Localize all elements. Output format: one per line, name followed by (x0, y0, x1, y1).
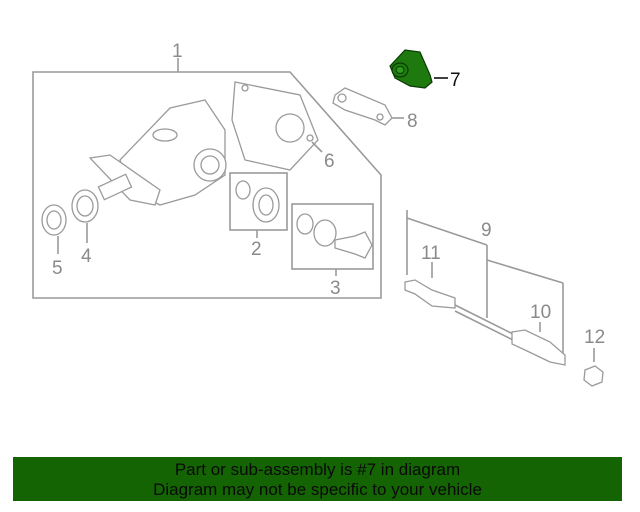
banner-line-1: Part or sub-assembly is #7 in diagram (174, 460, 461, 479)
bracket-8 (332, 87, 393, 126)
subassembly-2-box (229, 172, 288, 231)
cover-6 (231, 81, 319, 171)
assembly-1-outline (32, 71, 382, 299)
callout-5: 5 (52, 258, 63, 279)
callout-3: 3 (330, 278, 341, 299)
callout-8: 8 (407, 111, 418, 132)
banner-line-2: Diagram may not be specific to your vehi… (153, 480, 482, 499)
callout-10: 10 (530, 302, 551, 323)
callout-4: 4 (81, 246, 92, 267)
info-banner: Part or sub-assembly is #7 in diagram Di… (13, 457, 622, 501)
callout-12: 12 (584, 327, 605, 348)
callout-2: 2 (251, 239, 262, 260)
axle-shaft-9 (404, 210, 566, 366)
subassembly-3-box (291, 203, 374, 270)
differential-housing (88, 99, 227, 206)
callout-11: 11 (421, 243, 441, 264)
parts-diagram: 1 2 3 4 5 6 7 8 9 10 11 12 (32, 41, 605, 387)
mount-7-highlighted (389, 49, 433, 89)
callout-1: 1 (172, 41, 183, 62)
nut-12 (583, 365, 604, 387)
callout-7: 7 (450, 70, 461, 91)
callout-9: 9 (481, 220, 492, 241)
callout-6: 6 (324, 151, 335, 172)
